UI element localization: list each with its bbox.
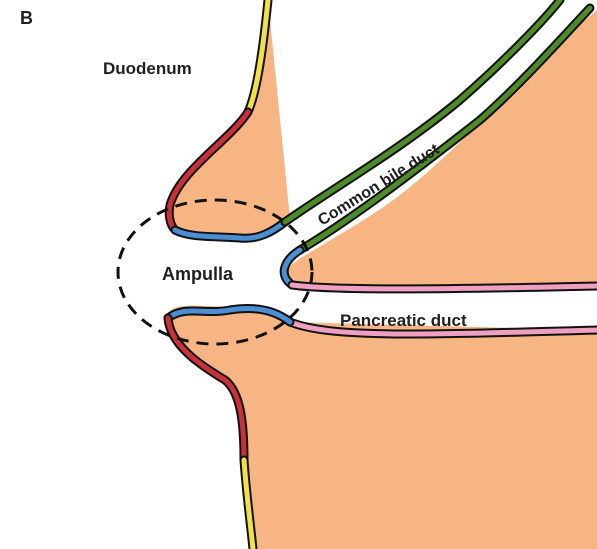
duodenum-label: Duodenum [103,59,192,78]
pancreatic-duct-label: Pancreatic duct [340,311,467,330]
panel-label: B [20,8,33,28]
ampulla-label: Ampulla [162,264,234,284]
